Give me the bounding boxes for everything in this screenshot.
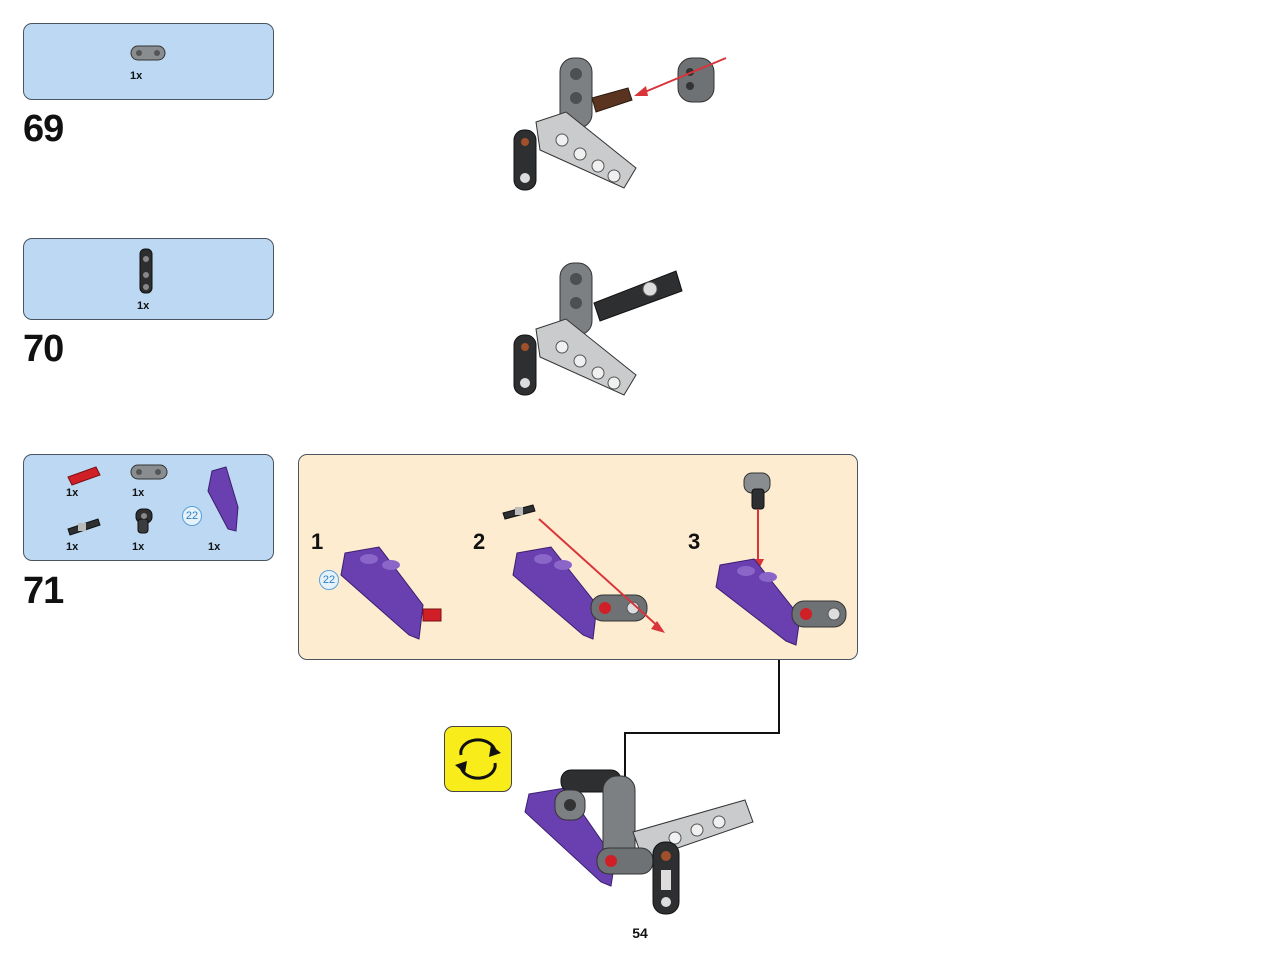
step-number-70: 70 xyxy=(23,328,64,370)
rotate-arrows-icon xyxy=(455,738,501,780)
substep-1-illustration xyxy=(340,546,442,640)
red-axle-icon xyxy=(67,466,101,486)
substep-number-2: 2 xyxy=(473,529,486,554)
substep-number-3: 3 xyxy=(688,529,701,554)
part-quantity: 1x xyxy=(132,487,145,499)
black-angle-connector-icon xyxy=(135,508,153,534)
part-quantity: 1x xyxy=(137,300,150,312)
grey-beam-connector-icon xyxy=(130,464,168,480)
parts-box-step-69: 1x xyxy=(23,23,274,100)
part-quantity: 1x xyxy=(208,541,221,553)
step-number-71: 71 xyxy=(23,570,64,612)
step-69-model-illustration xyxy=(513,57,727,191)
part-quantity: 1x xyxy=(66,487,79,499)
page-number: 54 xyxy=(632,925,648,941)
part-quantity: 1x xyxy=(66,541,79,553)
substep-2-illustration xyxy=(502,504,665,640)
substep-3-illustration xyxy=(715,472,847,646)
part-quantity: 1x xyxy=(132,541,145,553)
part-quantity: 1x xyxy=(130,70,143,82)
black-double-connector-icon xyxy=(139,248,153,294)
substep-callout-22: 22 xyxy=(319,570,339,590)
grey-beam-connector-icon xyxy=(130,45,166,61)
purple-panel-icon xyxy=(207,466,239,532)
parts-box-step-70: 1x xyxy=(23,238,274,320)
subassembly-box: 1 2 3 22 xyxy=(298,454,858,660)
axle-pin-connector-icon xyxy=(67,518,101,536)
parts-box-step-71: 1x 1x 1x 1x 22 1x xyxy=(23,454,274,561)
part-callout-22: 22 xyxy=(182,506,202,526)
substep-number-1: 1 xyxy=(311,529,324,554)
step-71-model-illustration xyxy=(524,769,754,915)
step-70-model-illustration xyxy=(513,262,683,396)
step-number-69: 69 xyxy=(23,108,64,150)
rotate-model-icon xyxy=(444,726,512,792)
